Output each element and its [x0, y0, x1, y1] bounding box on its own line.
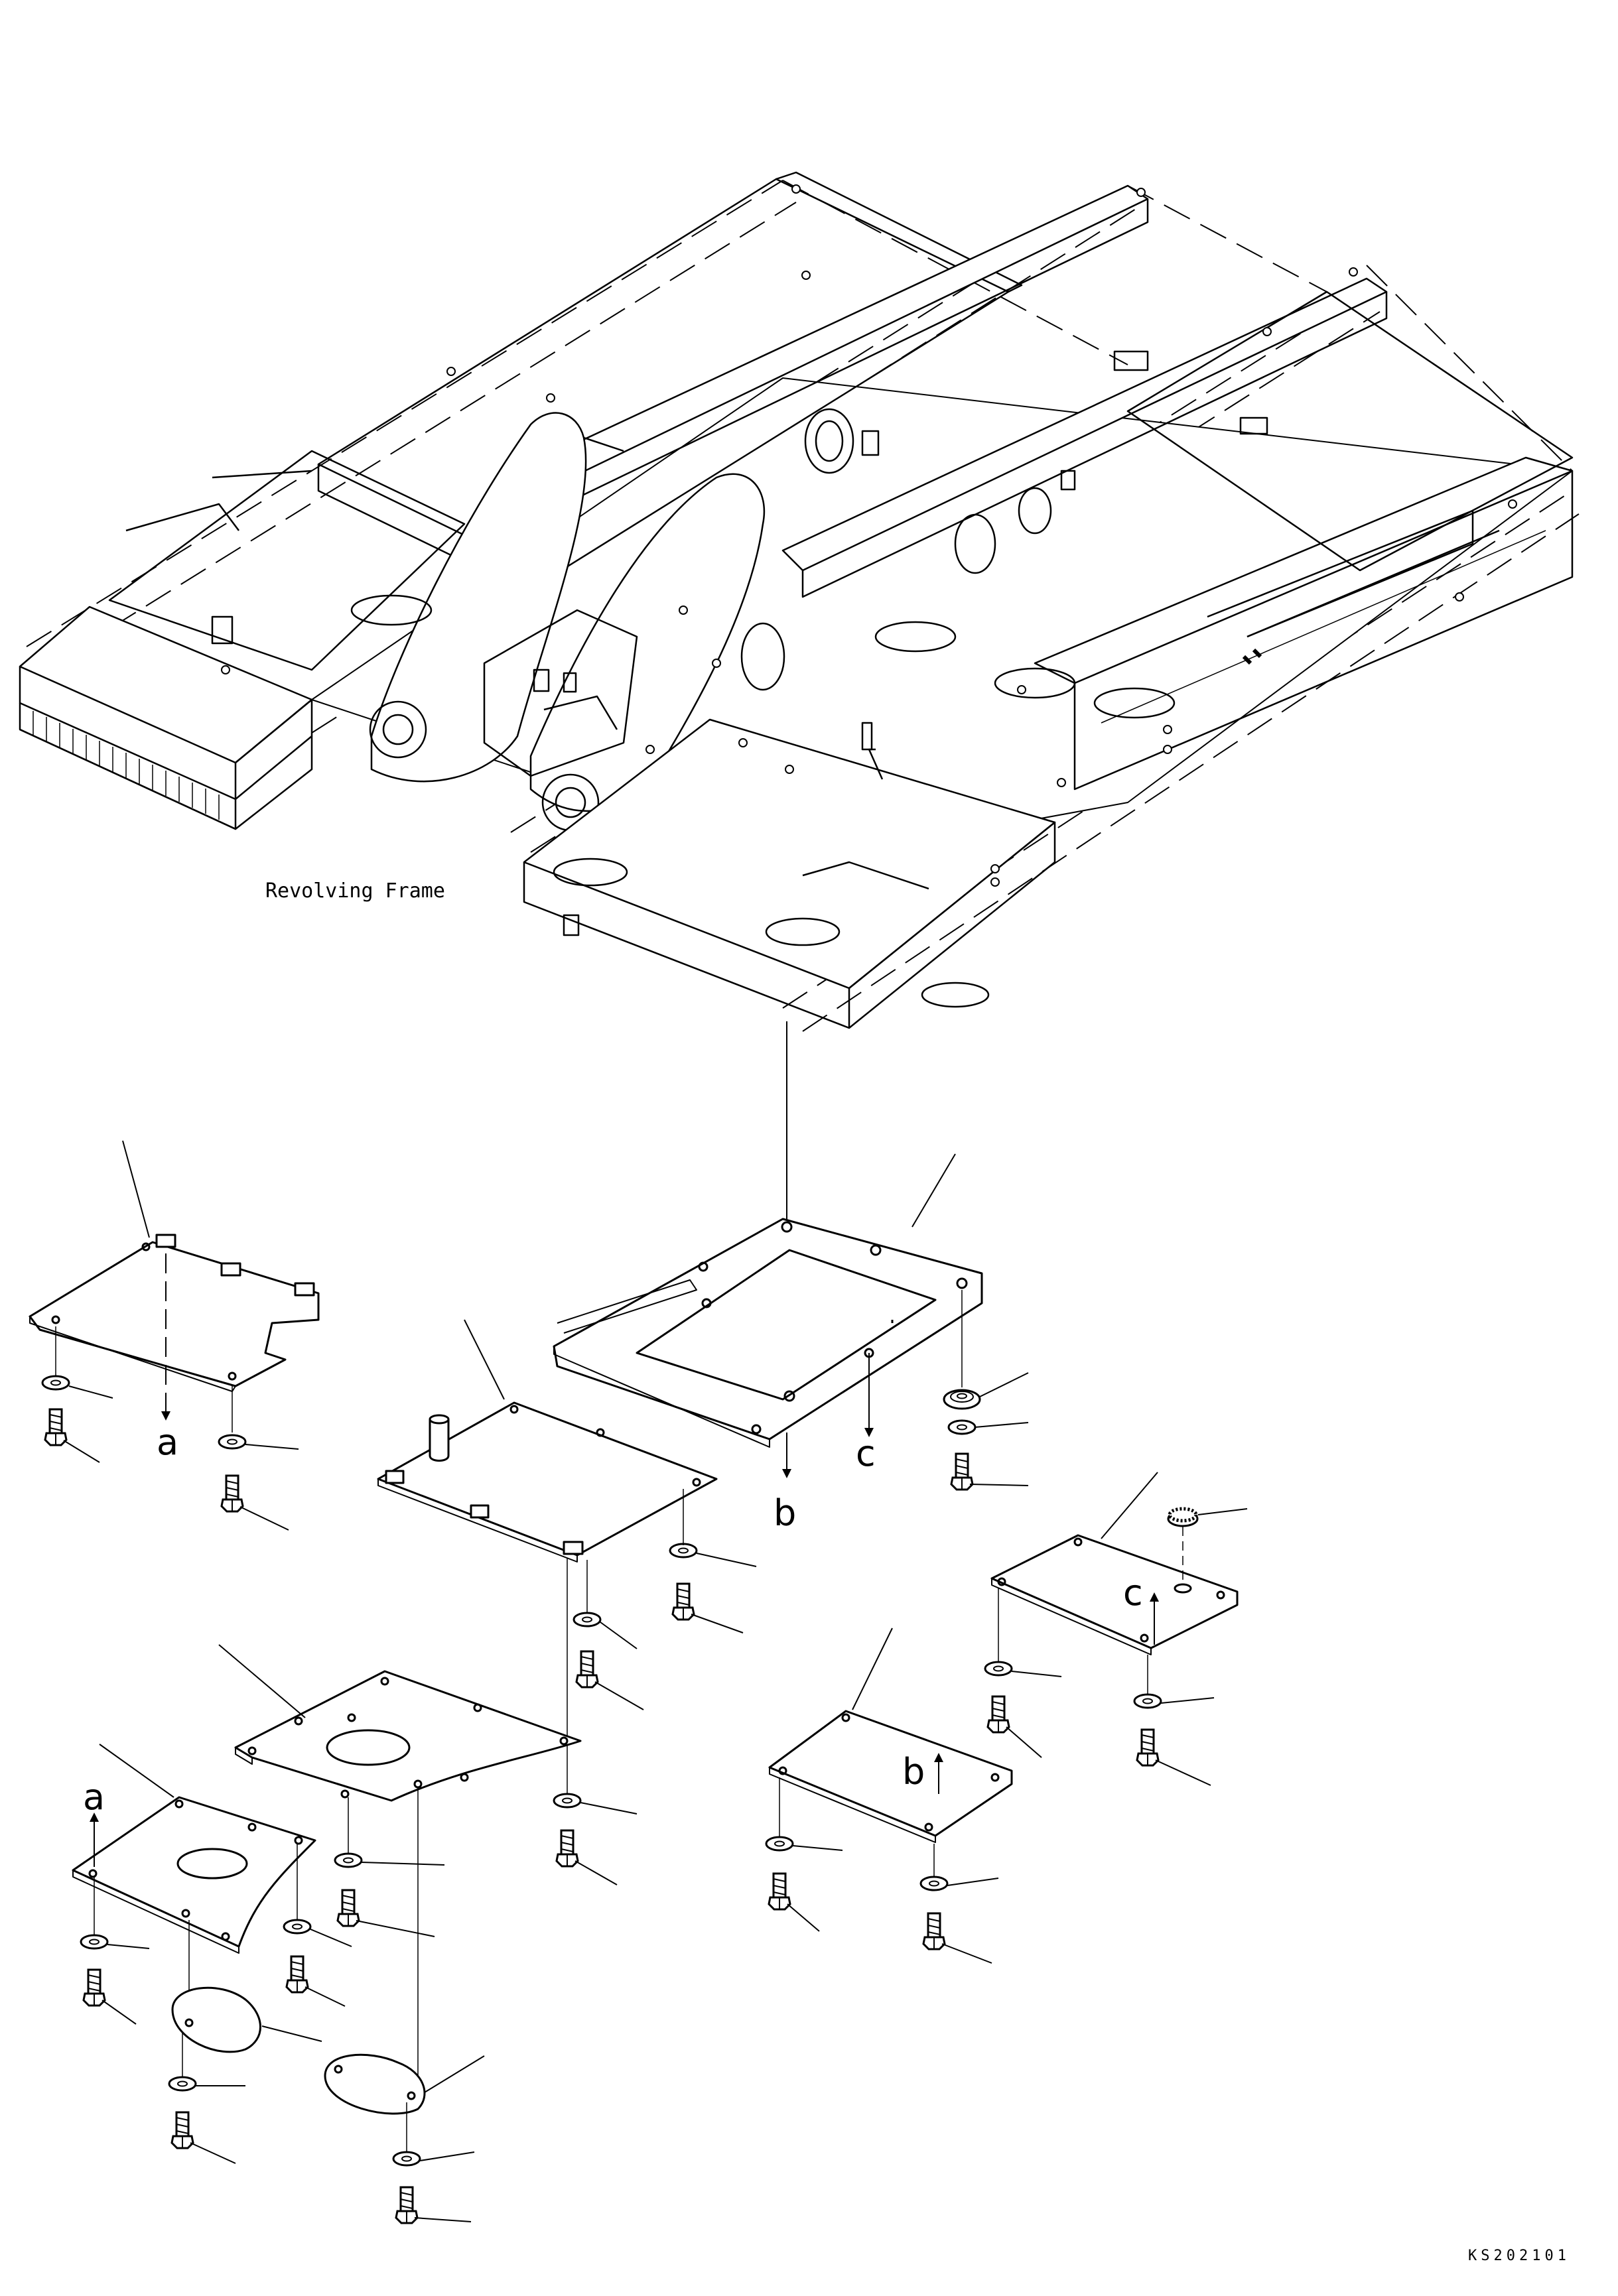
cover-plate-bottom-left [72, 1744, 316, 1954]
washer [41, 1375, 70, 1391]
revolving-frame [19, 171, 1580, 1032]
callout-b-top: b [774, 1492, 796, 1534]
cover-plate-lower-middle [218, 1644, 582, 1802]
cover-plate-right-lower [768, 1627, 1013, 1843]
bolt [768, 1872, 791, 1911]
washer [669, 1543, 698, 1559]
bolt [336, 1889, 360, 1927]
fasteners-right-upper [984, 1509, 1248, 1786]
washer [80, 1934, 109, 1950]
bolt [555, 1829, 579, 1868]
bolt [986, 1695, 1010, 1734]
round-cover-center [324, 2053, 485, 2115]
fasteners-right-lower [765, 1777, 999, 1964]
callout-c-bottom: c [1123, 1572, 1143, 1614]
frame-caption: Revolving Frame [265, 879, 445, 903]
washer [168, 2076, 197, 2092]
bolt [922, 1912, 946, 1950]
fasteners-upper-left [41, 1326, 299, 1531]
round-cover-left [171, 1986, 322, 2053]
cover-plate-right-upper [990, 1472, 1239, 1655]
washer [573, 1612, 602, 1627]
fasteners-round-left [168, 2033, 245, 2164]
bolt [671, 1582, 695, 1621]
washer [392, 2151, 421, 2167]
washer [283, 1919, 312, 1935]
bolt [1136, 1728, 1160, 1767]
washer [765, 1836, 794, 1852]
washer [1133, 1693, 1162, 1709]
fasteners-round-center [392, 2102, 475, 2224]
grommet [1168, 1509, 1197, 1526]
callout-b-bottom: b [902, 1751, 925, 1793]
cover-plate-upper-left [29, 1140, 320, 1392]
rubber-mount [943, 1389, 981, 1410]
bolt [220, 1474, 244, 1513]
washer [553, 1793, 582, 1809]
washer [947, 1419, 977, 1435]
washer [334, 1852, 363, 1868]
bolt [575, 1650, 599, 1689]
bolt [170, 2111, 194, 2149]
bolt [82, 1968, 106, 2007]
drawing-code: KS202101 [1468, 2248, 1570, 2264]
fasteners-center-frame [943, 1290, 1029, 1491]
fasteners-middle [553, 1489, 757, 1885]
washer [984, 1661, 1013, 1677]
bolt [44, 1408, 68, 1446]
cover-plate-center-frame [553, 1153, 983, 1448]
bolt [950, 1452, 974, 1491]
frame-holes [221, 184, 1517, 887]
callout-a-top: a [157, 1421, 178, 1463]
callout-a-bottom: a [83, 1776, 105, 1818]
callout-c-top: c [856, 1433, 876, 1474]
bolt [395, 2186, 419, 2224]
cover-plate-middle [377, 1319, 718, 1563]
fasteners-lower-middle [334, 1787, 445, 2086]
washer [919, 1876, 949, 1891]
washer [218, 1434, 247, 1450]
bolt [285, 1955, 309, 1994]
